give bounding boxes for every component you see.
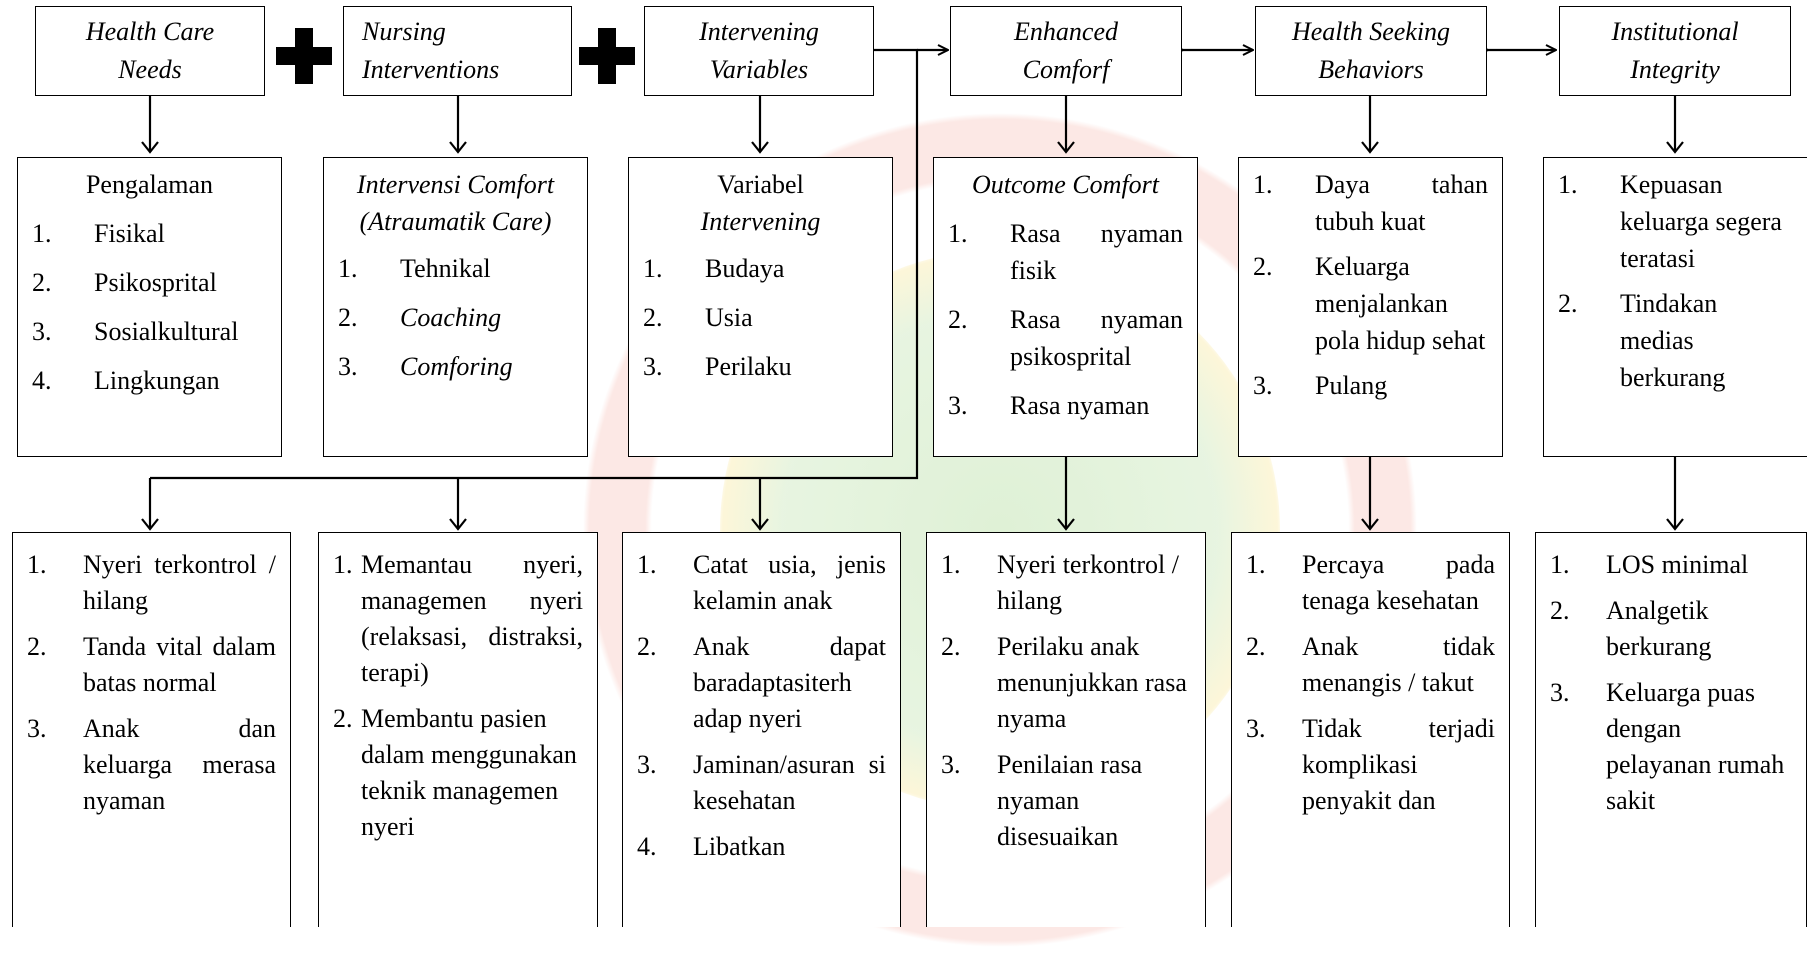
list-item: 2.Coaching (338, 303, 502, 332)
list-item: 3.Tidak terjadi komplikasi penyakit dan (1246, 714, 1495, 815)
list-item: 2.Perilaku anak menunjukkan rasa nyama (941, 632, 1187, 733)
list-item: 3.Anak dan keluarga merasa nyaman (27, 714, 276, 815)
list-item: 2.Psikosprital (32, 268, 217, 297)
list-item: 1.Rasa nyaman fisik (948, 219, 1183, 285)
list-item: 1.Nyeri terkontrol / hilang (941, 550, 1179, 615)
connector-arrows (141, 0, 1684, 531)
list-item: 3.Jaminan/asuran si kesehatan (637, 750, 886, 815)
list-item: 2.Tanda vital dalam batas normal (27, 632, 276, 697)
list-item: 3.Keluarga puas dengan pelayanan rumah s… (1550, 678, 1785, 815)
bottom-box-2: 1.Memantau nyeri, managemen nyeri (relak… (318, 532, 598, 927)
list-item: 2.Usia (643, 303, 753, 332)
mid-box-institutional: 1.Kepuasan keluarga segera teratasi 2.Ti… (1543, 157, 1807, 457)
plus-icon (276, 28, 332, 84)
list-item: 2.Tindakan medias berkurang (1558, 289, 1726, 392)
list-item: 3.Sosialkultural (32, 317, 239, 346)
list-item: 1.Percaya pada tenaga kesehatan (1246, 550, 1495, 615)
bottom-box-3: 1.Catat usia, jenis kelamin anak 2.Anak … (622, 532, 901, 927)
bottom-box-1: 1.Nyeri terkontrol / hilang 2.Tanda vita… (12, 532, 291, 927)
list-item: 2.Anak tidak menangis / takut (1246, 632, 1495, 697)
mid-box-outcome-comfort: Outcome Comfort 1.Rasa nyaman fisik 2.Ra… (933, 157, 1198, 457)
list-item: 1.Budaya (643, 254, 785, 283)
list-item: 3.Comforing (338, 352, 513, 381)
bottom-box-4: 1.Nyeri terkontrol / hilang 2.Perilaku a… (926, 532, 1206, 927)
list-item: 3.Pulang (1253, 371, 1388, 400)
list-item: 3.Rasa nyaman (948, 391, 1150, 420)
list-item: 3.Perilaku (643, 352, 792, 381)
list-item: 2.Membantu pasien dalam menggunakan tekn… (333, 704, 577, 841)
list-item: 1.Nyeri terkontrol / hilang (27, 550, 276, 615)
list-item: 1.Tehnikal (338, 254, 491, 283)
mid-box-health-seeking: 1.Daya tahan tubuh kuat 2.Keluarga menja… (1238, 157, 1503, 457)
list-item: 3.Penilaian rasa nyaman disesuaikan (941, 750, 1143, 851)
list-item: 1.Kepuasan keluarga segera teratasi (1558, 170, 1782, 273)
list-item: 1.Catat usia, jenis kelamin anak (637, 550, 886, 615)
plus-icon (579, 28, 635, 84)
bottom-box-6: 1.LOS minimal 2.Analgetik berkurang 3.Ke… (1535, 532, 1807, 927)
list-item: 2.Analgetik berkurang (1550, 596, 1712, 661)
list-item: 4.Libatkan (637, 832, 786, 861)
list-item: 1.Memantau nyeri, managemen nyeri (relak… (333, 550, 583, 687)
list-item: 2.Keluarga menjalankan pola hidup sehat (1253, 252, 1486, 355)
bottom-box-5: 1.Percaya pada tenaga kesehatan 2.Anak t… (1231, 532, 1510, 927)
list-item: 2.Rasa nyaman psikosprital (948, 305, 1183, 371)
mid-box-pengalaman: Pengalaman 1.Fisikal 2.Psikosprital 3.So… (17, 157, 282, 457)
list-item: 2.Anak dapat baradaptasiterh adap nyeri (637, 632, 886, 733)
list-item: 1.Daya tahan tubuh kuat (1253, 170, 1488, 236)
mid-box-intervensi-comfort: Intervensi Comfort(Atraumatik Care) 1.Te… (323, 157, 588, 457)
list-item: 1.Fisikal (32, 219, 165, 248)
list-item: 1.LOS minimal (1550, 550, 1749, 579)
list-item: 4.Lingkungan (32, 366, 220, 395)
